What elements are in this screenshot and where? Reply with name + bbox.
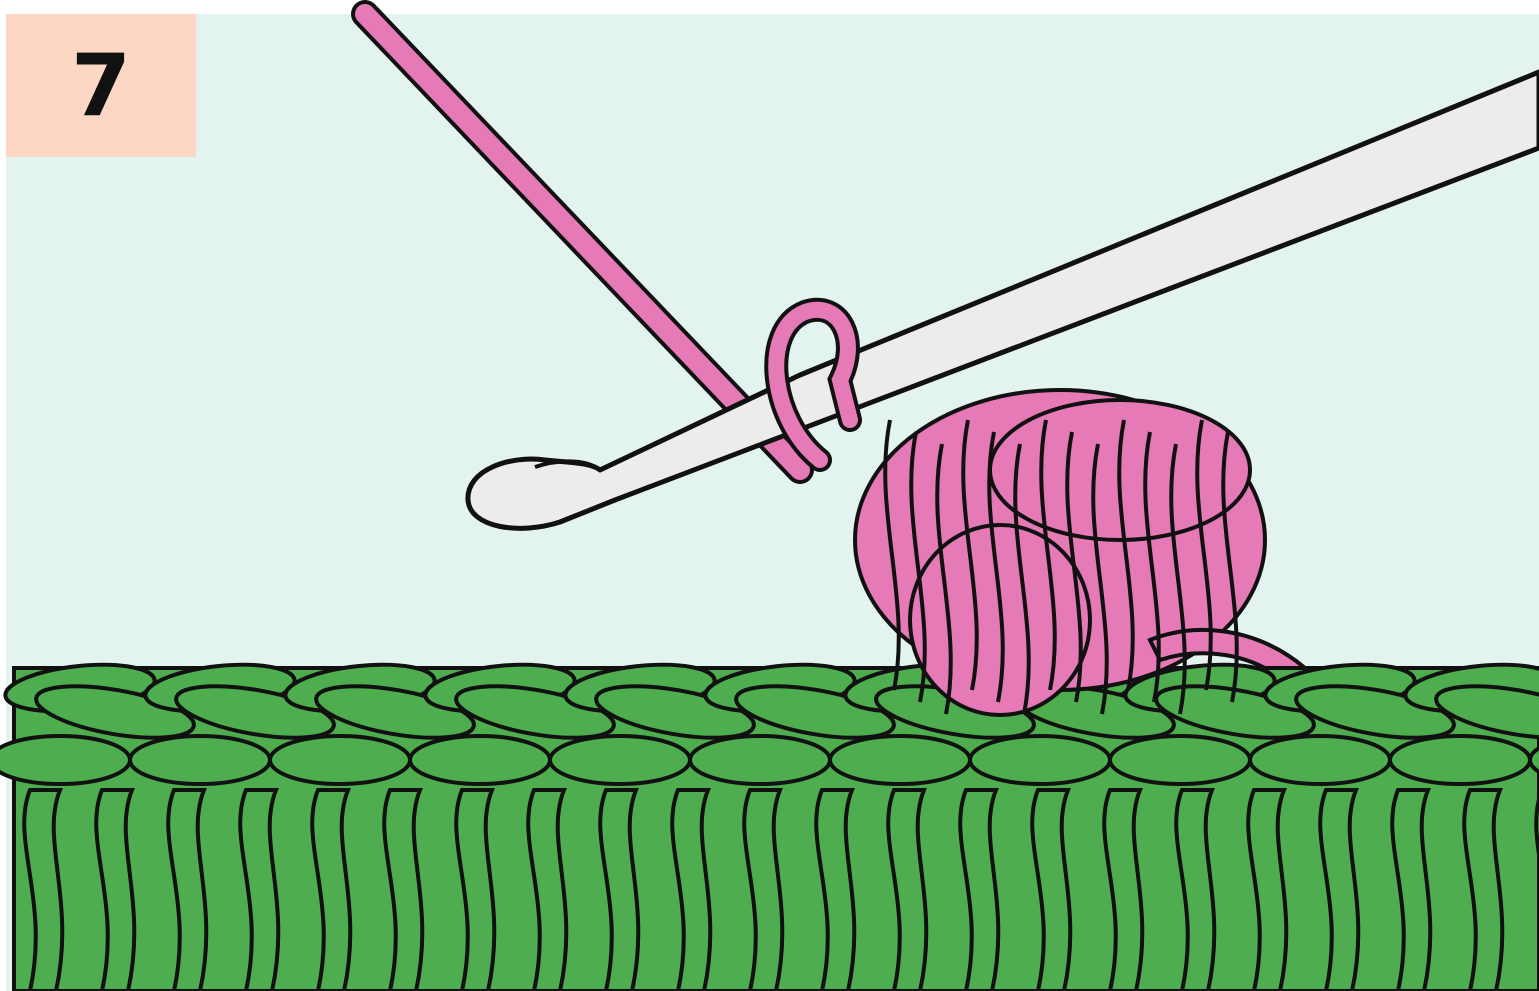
fabric-row-stitch [550, 736, 690, 784]
fabric-row-stitch [970, 736, 1110, 784]
fabric-row-stitch [0, 736, 130, 784]
fabric-row-stitch [410, 736, 550, 784]
fabric-row-stitch [830, 736, 970, 784]
step-number: 7 [71, 43, 131, 129]
fabric-row-stitch [690, 736, 830, 784]
fabric-row-stitch [1110, 736, 1250, 784]
fabric-row-stitch [1250, 736, 1390, 784]
fabric-row-stitch [130, 736, 270, 784]
fabric-row-stitch [1390, 736, 1530, 784]
step-badge: 7 [6, 14, 196, 157]
green-fabric-rows-icon [0, 658, 1539, 991]
fabric-row-stitch [270, 736, 410, 784]
